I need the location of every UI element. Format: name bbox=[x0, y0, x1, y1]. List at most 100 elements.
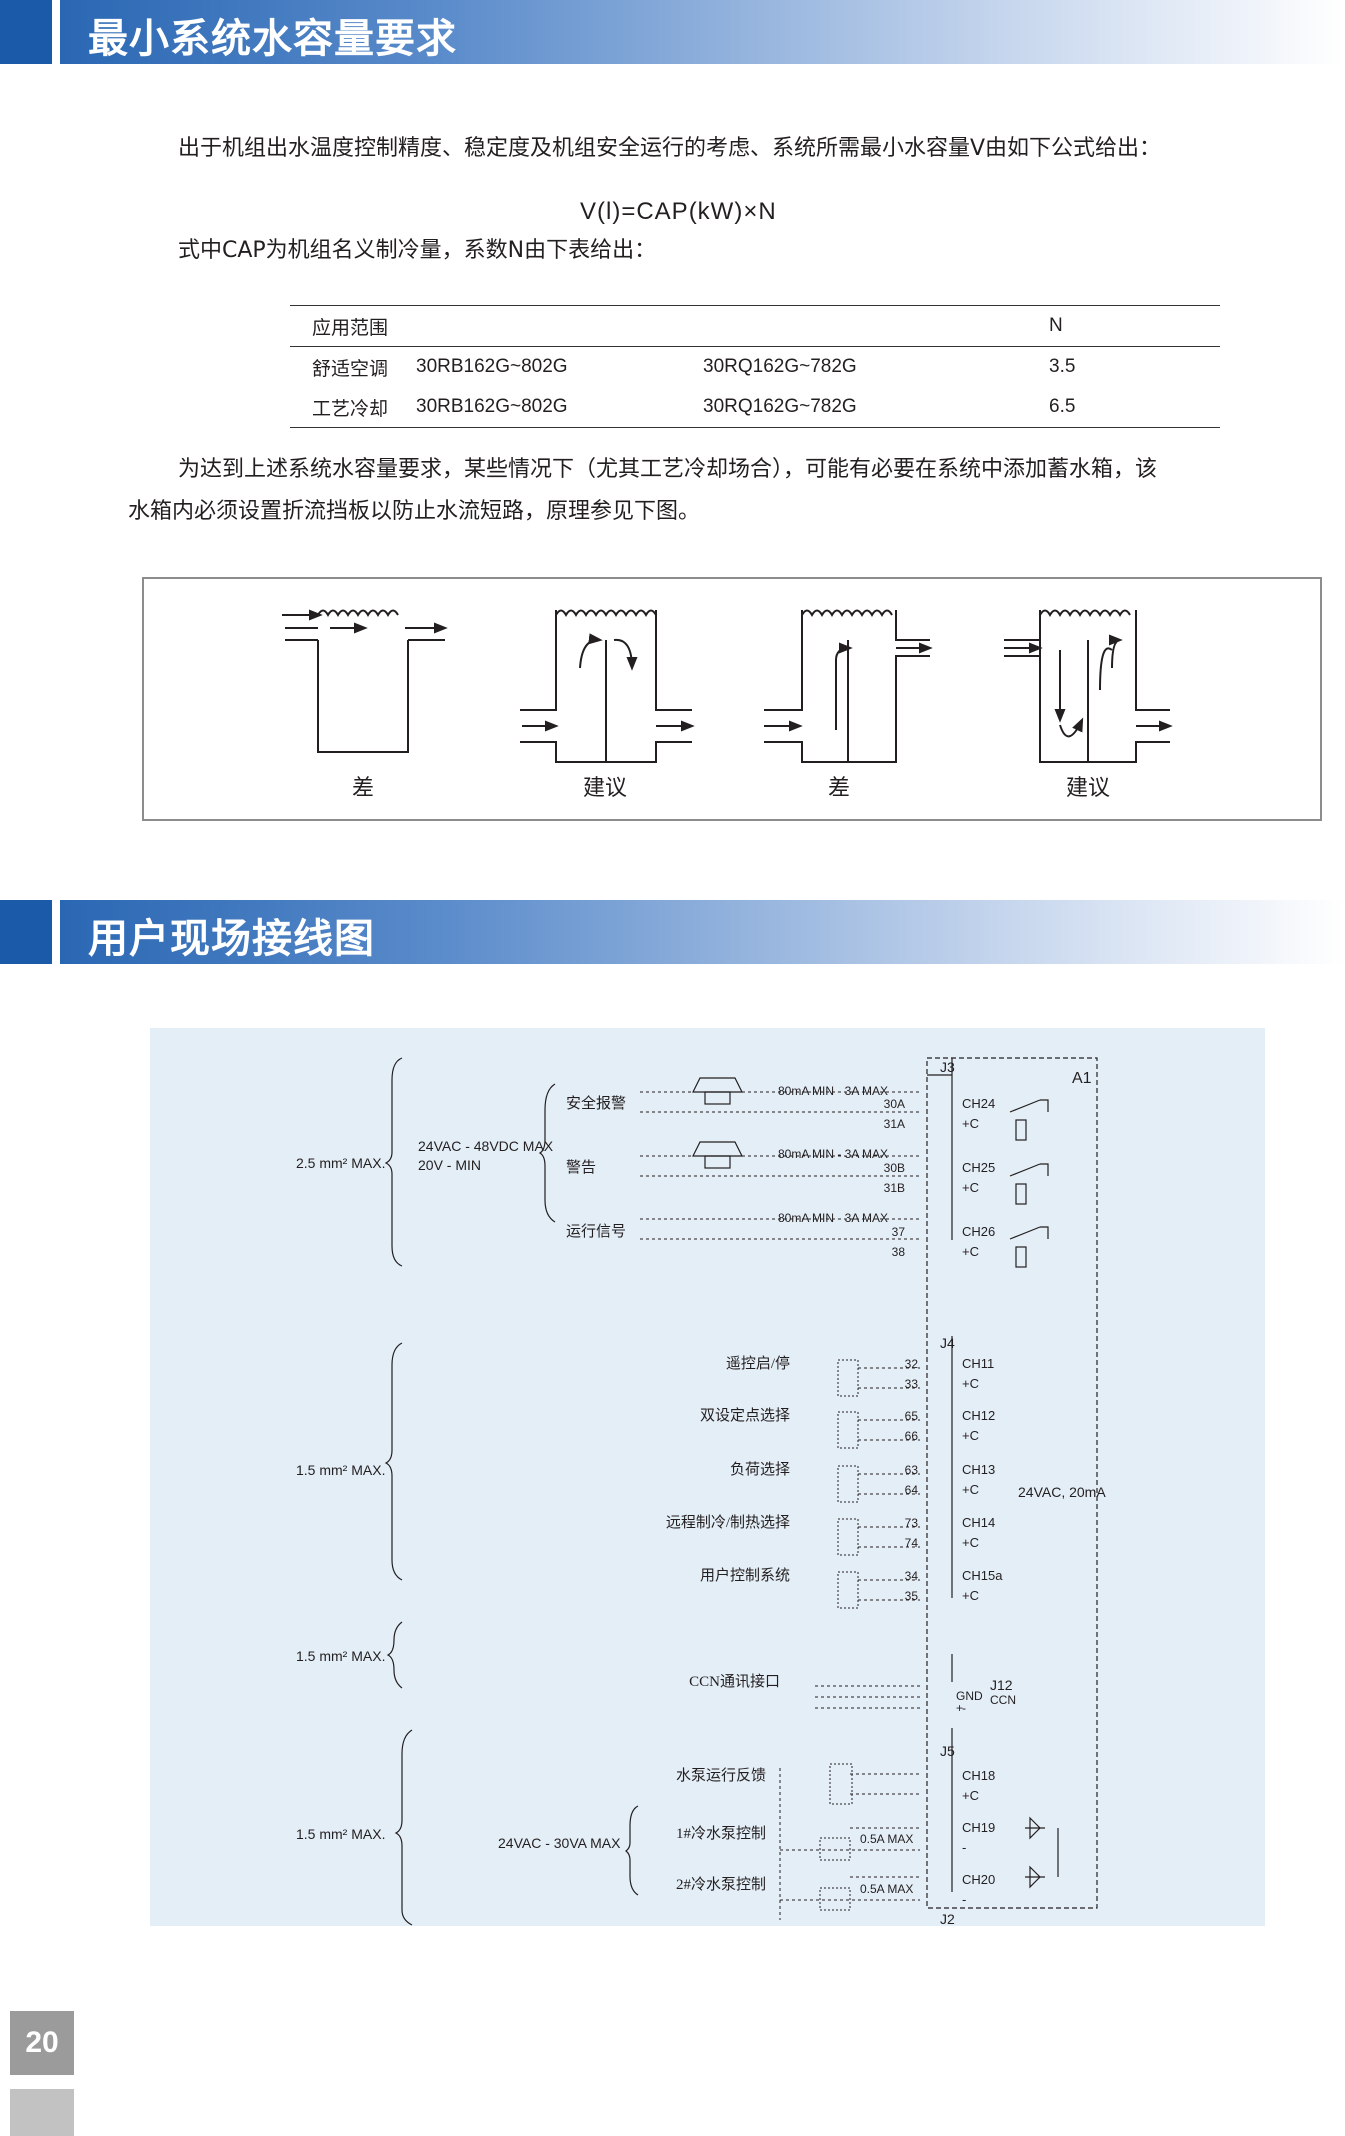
channel-common: +C bbox=[962, 1788, 979, 1803]
section-header-1: 最小系统水容量要求 bbox=[0, 0, 1345, 64]
paragraph-formula-note: 式中CAP为机组名义制冷量，系数N由下表给出： bbox=[178, 238, 657, 263]
terminal-number: 30B bbox=[884, 1161, 905, 1175]
input-item-label: 远程制冷/制热选择 bbox=[666, 1514, 790, 1531]
input-rating: 24VAC, 20mA bbox=[1018, 1484, 1106, 1500]
channel-label: CH25 bbox=[962, 1160, 995, 1175]
table-cell: 工艺冷却 bbox=[290, 387, 416, 428]
tank-1 bbox=[282, 609, 448, 753]
ccn-plus: + bbox=[956, 1701, 963, 1715]
channel-common: +C bbox=[962, 1244, 979, 1259]
terminal-number: 64 bbox=[905, 1483, 919, 1497]
channel-label: CH13 bbox=[962, 1462, 995, 1477]
table-header-cell: 应用范围 bbox=[290, 305, 416, 347]
triac-icon bbox=[1025, 1816, 1059, 1889]
table-cell: 6.5 bbox=[1049, 387, 1220, 428]
channel-label: CH11 bbox=[962, 1356, 994, 1371]
tank-label: 建议 bbox=[583, 776, 628, 801]
tank-2 bbox=[520, 609, 695, 763]
input-switch-icon bbox=[837, 1359, 859, 1609]
alarm-item-label: 安全报警 bbox=[566, 1094, 626, 1112]
terminal-number: 74 bbox=[905, 1536, 919, 1550]
channel-common: - bbox=[962, 1840, 966, 1855]
pump-item-label: 2#冷水泵控制 bbox=[676, 1876, 766, 1893]
paragraph-intro: 出于机组出水温度控制精度、稳定度及机组安全运行的考虑、系统所需最小水容量V由如下… bbox=[178, 136, 1162, 161]
table-cell: 30RB162G~802G bbox=[416, 356, 568, 377]
section-title: 用户现场接线图 bbox=[88, 916, 375, 962]
relay-rating: 80mA MIN - 3A MAX bbox=[778, 1211, 888, 1225]
wire-size-label: 2.5 mm² MAX. bbox=[296, 1155, 385, 1171]
table-header-cell: N bbox=[1049, 305, 1220, 347]
terminal-number: 66 bbox=[905, 1429, 919, 1443]
n-factor-table: 应用范围 N 舒适空调 30RB162G~802G 30RQ162G~782G … bbox=[290, 305, 1220, 428]
header-bar bbox=[60, 900, 1345, 964]
input-item-label: 双设定点选择 bbox=[700, 1407, 790, 1424]
table-cell: 30RB162G~802G bbox=[416, 387, 703, 428]
relay-rating: 80mA MIN - 3A MAX bbox=[778, 1147, 888, 1161]
table-row: 舒适空调 30RB162G~802G 30RQ162G~782G 3.5 bbox=[290, 347, 1220, 388]
channel-common: +C bbox=[962, 1535, 979, 1550]
channel-label: CH26 bbox=[962, 1224, 995, 1239]
pump-rating: 0.5A MAX bbox=[860, 1882, 913, 1896]
terminal-number: 63 bbox=[905, 1463, 919, 1477]
paragraph-tank-line2: 水箱内必须设置折流挡板以防止水流短路，原理参见下图。 bbox=[128, 499, 701, 524]
terminal-number: 35 bbox=[905, 1589, 919, 1603]
connector-label: J12 bbox=[990, 1677, 1013, 1693]
channel-label: CH14 bbox=[962, 1515, 995, 1530]
supply-rating: 20V - MIN bbox=[418, 1157, 481, 1173]
terminal-number: 73 bbox=[905, 1516, 919, 1530]
terminal-number: 37 bbox=[892, 1225, 906, 1239]
terminal-number: 32 bbox=[905, 1357, 919, 1371]
pump-item-label: 水泵运行反馈 bbox=[676, 1767, 766, 1784]
table-cell: 舒适空调 bbox=[312, 358, 389, 380]
a1-module-box bbox=[926, 1057, 1098, 1909]
supply-rating: 24VAC - 48VDC MAX bbox=[418, 1138, 554, 1154]
connector-label: J4 bbox=[940, 1335, 955, 1351]
tank-diagram bbox=[282, 609, 1173, 763]
ccn-tag: CCN bbox=[990, 1693, 1016, 1707]
pump-rating: 0.5A MAX bbox=[860, 1832, 913, 1846]
channel-common: - bbox=[962, 1892, 966, 1907]
page-tab bbox=[10, 2089, 74, 2136]
page-number: 20 bbox=[10, 2011, 74, 2075]
alarm-item-label: 运行信号 bbox=[566, 1223, 626, 1240]
terminal-number: 31A bbox=[884, 1117, 905, 1131]
channel-common: +C bbox=[962, 1588, 979, 1603]
terminal-number: 33 bbox=[905, 1377, 919, 1391]
ccn-minus: - bbox=[962, 1701, 966, 1715]
connector-label: J5 bbox=[940, 1743, 955, 1759]
wire-size-label: 1.5 mm² MAX. bbox=[296, 1826, 385, 1842]
header-bar bbox=[60, 0, 1345, 64]
connector-label: J2 bbox=[940, 1911, 955, 1927]
alarm-horn-icon bbox=[692, 1077, 743, 1169]
input-item-label: 遥控启/停 bbox=[726, 1355, 790, 1372]
connector-label: J3 bbox=[940, 1059, 955, 1075]
header-block bbox=[0, 900, 52, 964]
wire-size-label: 1.5 mm² MAX. bbox=[296, 1462, 385, 1478]
channel-label: CH18 bbox=[962, 1768, 995, 1783]
tank-3 bbox=[764, 609, 933, 763]
tank-label: 差 bbox=[352, 776, 375, 801]
header-block bbox=[0, 0, 52, 64]
channel-label: CH15a bbox=[962, 1568, 1003, 1583]
formula: V(l)=CAP(kW)×N bbox=[580, 198, 777, 225]
section-header-2: 用户现场接线图 bbox=[0, 900, 1345, 964]
terminal-number: 30A bbox=[884, 1097, 905, 1111]
relay-rating: 80mA MIN - 3A MAX bbox=[778, 1084, 888, 1098]
channel-common: +C bbox=[962, 1180, 979, 1195]
section-title: 最小系统水容量要求 bbox=[88, 16, 457, 62]
table-header-cell bbox=[416, 305, 703, 347]
tank-diagram-box bbox=[142, 577, 1322, 821]
channel-label: CH12 bbox=[962, 1408, 995, 1423]
alarm-item-label: 警告 bbox=[566, 1159, 596, 1176]
module-label: A1 bbox=[1072, 1070, 1092, 1087]
tank-label: 建议 bbox=[1066, 776, 1111, 801]
terminal-number: 34 bbox=[905, 1569, 919, 1583]
channel-common: +C bbox=[962, 1116, 979, 1131]
channel-label: CH20 bbox=[962, 1872, 995, 1887]
wiring-diagram bbox=[150, 1028, 1265, 1926]
pump-item-label: 1#冷水泵控制 bbox=[676, 1825, 766, 1842]
channel-label: CH19 bbox=[962, 1820, 995, 1835]
terminal-number: 31B bbox=[884, 1181, 905, 1195]
channel-common: +C bbox=[962, 1376, 979, 1391]
ccn-label: CCN通讯接口 bbox=[689, 1673, 780, 1690]
